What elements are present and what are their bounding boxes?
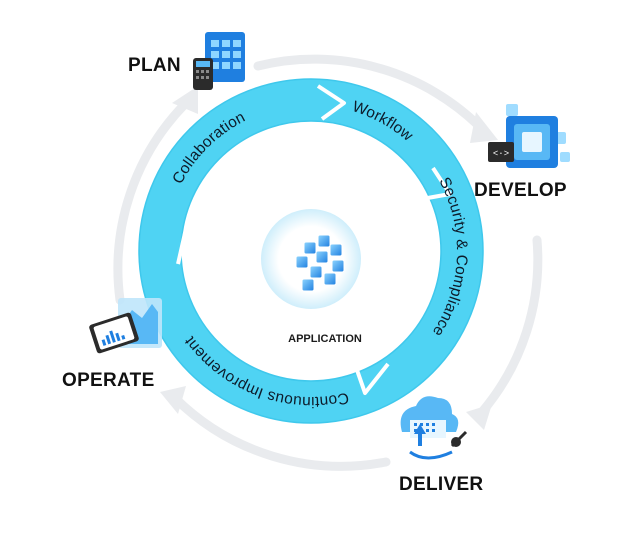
- arrowhead-plan: [172, 86, 198, 114]
- outer-cycle: [113, 54, 543, 471]
- ring-chevron-3: [355, 362, 390, 395]
- plan-icon: [193, 32, 245, 90]
- application-label: APPLICATION: [288, 333, 362, 345]
- phase-label-develop: DEVELOP: [474, 180, 567, 201]
- deliver-icon: [400, 396, 468, 460]
- ring-chevron-2: [421, 166, 452, 201]
- develop-icon: <·>: [488, 104, 570, 168]
- phase-label-deliver: DELIVER: [399, 474, 484, 495]
- outer-arrow-plan-to-develop: [253, 54, 488, 135]
- outer-arrow-develop-to-deliver: [477, 235, 543, 417]
- arrowhead-deliver: [466, 404, 492, 430]
- phase-label-plan: PLAN: [128, 55, 181, 76]
- phase-label-operate: OPERATE: [62, 370, 155, 391]
- ring-chevron-4: [176, 231, 206, 265]
- svg-text:<·>: <·>: [493, 149, 509, 159]
- outer-arrowheads: [160, 86, 498, 430]
- outer-arrow-operate-to-plan: [113, 99, 190, 305]
- outer-arrow-deliver-to-operate: [170, 393, 391, 471]
- application-cubes-icon: [295, 234, 345, 292]
- application-center: APPLICATION: [261, 209, 362, 345]
- ring-chevron-1: [316, 84, 346, 121]
- inner-ring: [138, 78, 484, 424]
- operate-icon: [89, 298, 162, 354]
- arrowhead-develop: [470, 112, 498, 143]
- arrowhead-operate: [160, 386, 186, 414]
